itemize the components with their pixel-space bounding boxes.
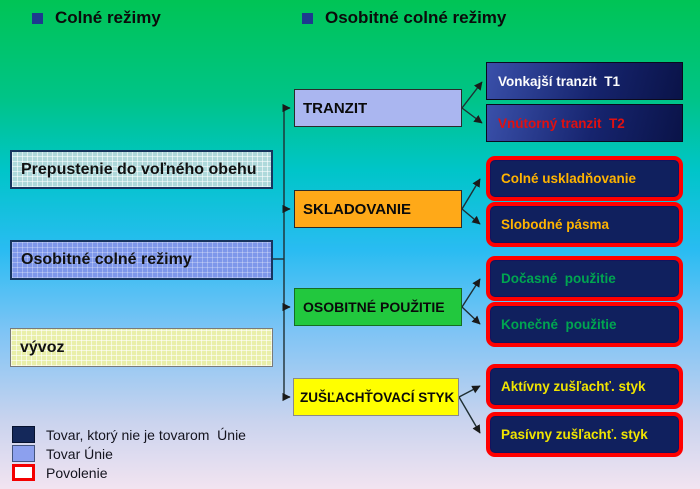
box-label: Aktívny zušľachť. styk: [501, 379, 646, 394]
box-label: Vonkajší tranzit T1: [498, 73, 621, 89]
box-colne-uskladnovanie: Colné uskladňovanie: [486, 156, 683, 201]
box-prepustenie-do-volneho-obehu: Prepustenie do voľného obehu: [10, 150, 273, 189]
header-colne-rezimy: Colné režimy: [32, 8, 161, 28]
box-label: Colné uskladňovanie: [501, 171, 637, 186]
box-zuslachtovaci-styk: ZUŠĽACHŤOVACÍ STYK: [293, 378, 459, 416]
legend-label: Tovar Únie: [46, 445, 113, 462]
box-label: Osobitné colné režimy: [21, 251, 192, 268]
header-label: Colné režimy: [55, 8, 161, 27]
box-vonkajsi-tranzit-t1: Vonkajší tranzit T1: [486, 62, 683, 100]
box-vyvoz: vývoz: [10, 328, 273, 367]
legend-item-permission: Povolenie: [12, 464, 108, 481]
box-osobitne-colne-rezimy: Osobitné colné režimy: [10, 240, 273, 280]
box-label: Dočasné použitie: [501, 271, 616, 286]
box-osobitne-pouzitie: OSOBITNÉ POUŽITIE: [294, 288, 462, 326]
box-slobodne-pasma: Slobodné pásma: [486, 202, 683, 247]
box-docasne-pouzitie: Dočasné použitie: [486, 256, 683, 301]
box-label: Prepustenie do voľného obehu: [21, 160, 257, 178]
box-label: Slobodné pásma: [501, 217, 610, 232]
square-bullet-icon: [302, 12, 313, 24]
box-label: SKLADOVANIE: [303, 200, 412, 218]
box-vnutorny-tranzit-t2: Vnútorný tranzit T2: [486, 104, 683, 142]
box-label: vývoz: [20, 338, 65, 356]
box-label: Konečné použitie: [501, 317, 617, 332]
legend-item-non-union-goods: Tovar, ktorý nie je tovarom Únie: [12, 426, 246, 443]
box-label: Pasívny zušľachť. styk: [501, 427, 648, 442]
box-konecne-pouzitie: Konečné použitie: [486, 302, 683, 347]
box-skladovanie: SKLADOVANIE: [294, 190, 462, 228]
box-tranzit: TRANZIT: [294, 89, 462, 127]
box-label: TRANZIT: [303, 99, 368, 117]
legend-item-union-goods: Tovar Únie: [12, 445, 113, 462]
legend-label: Tovar, ktorý nie je tovarom Únie: [46, 426, 246, 443]
box-pasivny-zuslachtovaci-styk: Pasívny zušľachť. styk: [486, 412, 683, 457]
header-osobitne-colne-rezimy: Osobitné colné režimy: [302, 8, 506, 28]
light-blue-square-icon: [12, 445, 35, 462]
box-aktivny-zuslachtovaci-styk: Aktívny zušľachť. styk: [486, 364, 683, 409]
box-label: Vnútorný tranzit T2: [498, 115, 625, 131]
square-bullet-icon: [32, 12, 43, 24]
box-label: OSOBITNÉ POUŽITIE: [303, 299, 445, 315]
header-label: Osobitné colné režimy: [325, 8, 507, 27]
box-label: ZUŠĽACHŤOVACÍ STYK: [300, 389, 455, 405]
red-outline-square-icon: [12, 464, 35, 481]
legend-label: Povolenie: [46, 464, 108, 481]
dark-navy-square-icon: [12, 426, 35, 443]
